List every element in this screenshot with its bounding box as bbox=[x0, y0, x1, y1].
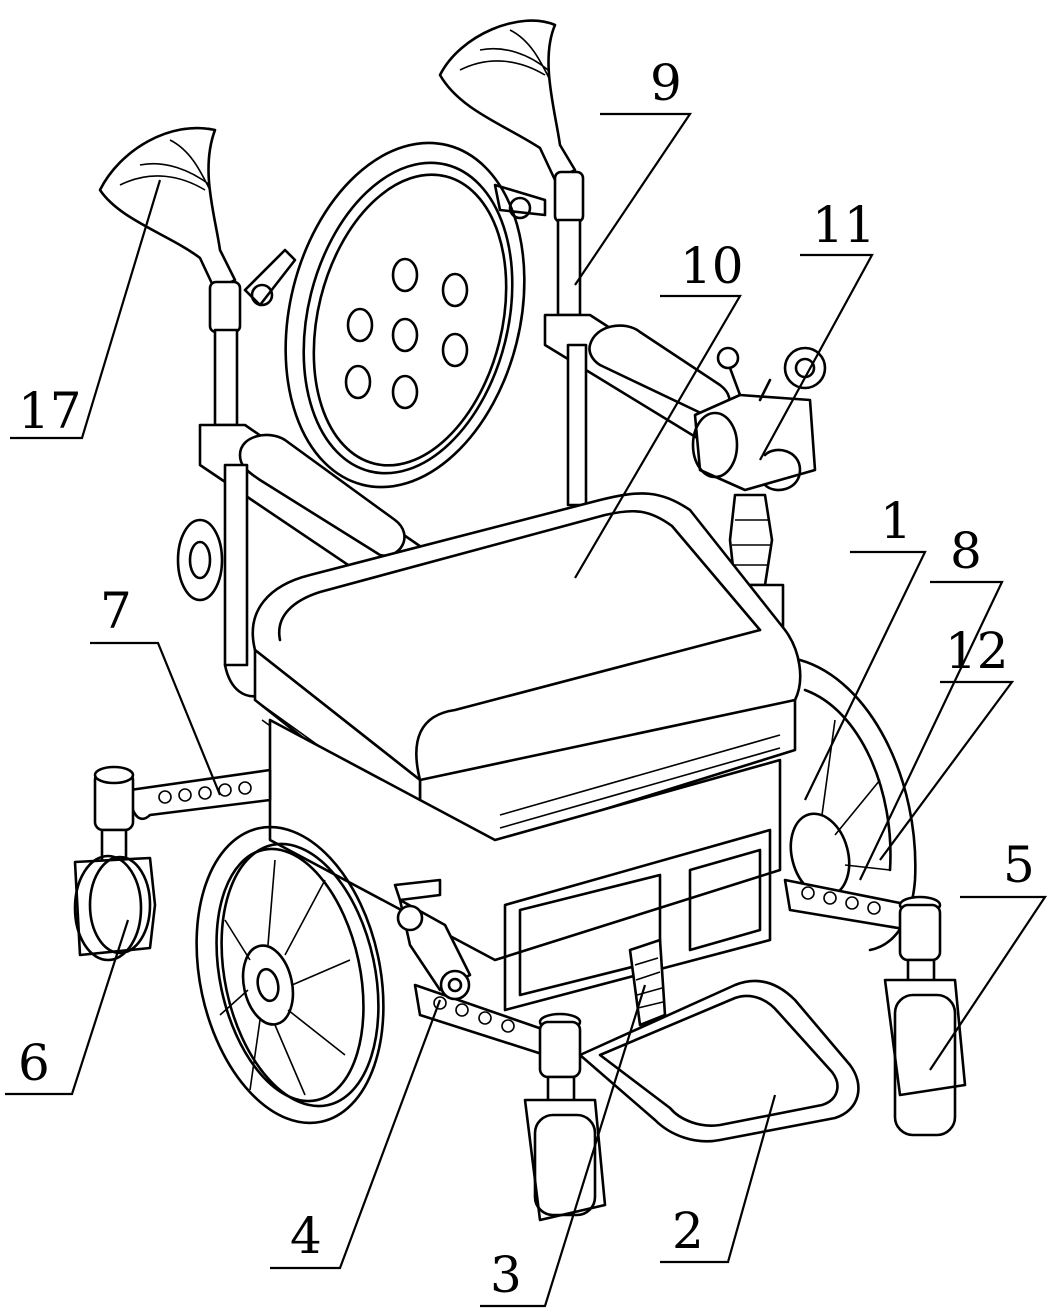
front-outrigger-arm bbox=[415, 985, 545, 1055]
callout-17: 17 bbox=[18, 382, 82, 440]
callout-9: 9 bbox=[650, 54, 682, 112]
right-outrigger-arm bbox=[785, 880, 910, 930]
callout-8: 8 bbox=[950, 522, 982, 580]
left-outrigger-arm bbox=[130, 770, 270, 819]
joystick-controller bbox=[693, 348, 825, 490]
rear-caster-left bbox=[178, 520, 222, 600]
callout-4: 4 bbox=[290, 1207, 322, 1265]
side-mirror-left bbox=[245, 250, 295, 305]
callout-1: 1 bbox=[880, 492, 912, 550]
callout-3: 3 bbox=[490, 1246, 522, 1304]
left-handle bbox=[100, 128, 240, 425]
callout-7: 7 bbox=[100, 582, 132, 640]
callout-11: 11 bbox=[812, 196, 876, 254]
callout-10: 10 bbox=[680, 237, 744, 295]
callout-5: 5 bbox=[1003, 836, 1035, 894]
backrest-vent-holes bbox=[346, 259, 467, 408]
callout-6: 6 bbox=[18, 1034, 50, 1092]
callout-2: 2 bbox=[672, 1202, 704, 1260]
callout-12: 12 bbox=[945, 622, 1009, 680]
